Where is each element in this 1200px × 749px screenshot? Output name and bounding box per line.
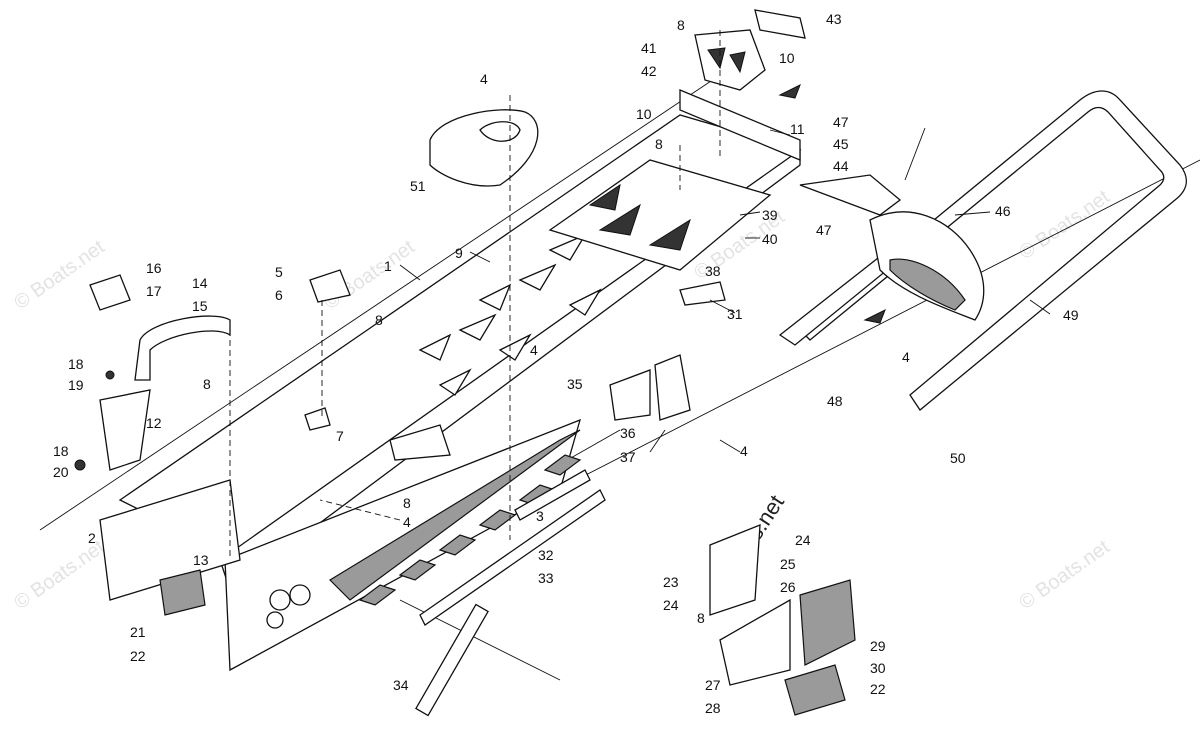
callout-49: 49	[1063, 307, 1079, 323]
callout-33: 33	[538, 570, 554, 586]
callout-12: 12	[146, 415, 162, 431]
callout-4-seat: 4	[480, 71, 488, 87]
callout-8-lower: 8	[403, 495, 411, 511]
callout-19: 19	[68, 377, 84, 393]
watermark-left: © Boats.net	[10, 236, 109, 314]
callout-14: 14	[192, 275, 208, 291]
heat-exchanger-fins	[358, 454, 582, 606]
callout-28: 28	[705, 700, 721, 716]
arrow-indicator-bumper	[863, 308, 886, 324]
callout-41: 41	[641, 40, 657, 56]
callout-24-left: 24	[663, 597, 679, 613]
callout-1: 1	[384, 258, 392, 274]
callout-22-left: 22	[130, 648, 146, 664]
callout-47-top: 47	[833, 114, 849, 130]
callout-36: 36	[620, 425, 636, 441]
callout-50: 50	[950, 450, 966, 466]
callout-4-bumper: 4	[902, 349, 910, 365]
callout-39: 39	[762, 207, 778, 223]
callout-40: 40	[762, 231, 778, 247]
callout-26: 26	[780, 579, 796, 595]
callout-15: 15	[192, 298, 208, 314]
tunnel-cutouts	[418, 233, 602, 396]
watermark-bottom-right: © Boats.net	[1015, 536, 1114, 614]
leader-lines	[229, 30, 1051, 560]
left-parts	[74, 274, 231, 616]
callout-31: 31	[727, 306, 743, 322]
watermark-bottom-left: © Boats.net	[10, 536, 109, 614]
callout-42: 42	[641, 63, 657, 79]
callout-43: 43	[826, 11, 842, 27]
callout-18-top: 18	[68, 356, 84, 372]
callout-10-mid: 10	[636, 106, 652, 122]
callout-5: 5	[275, 264, 283, 280]
callout-37: 37	[620, 449, 636, 465]
tunnel-decal	[548, 159, 772, 271]
callout-30: 30	[870, 660, 886, 676]
callout-8-right: 8	[697, 610, 705, 626]
callout-46: 46	[995, 203, 1011, 219]
callout-51: 51	[410, 178, 426, 194]
callout-4-right: 4	[740, 443, 748, 459]
callout-2: 2	[88, 530, 96, 546]
callout-17: 17	[146, 283, 162, 299]
callout-8-left: 8	[375, 312, 383, 328]
callout-11: 11	[790, 121, 805, 137]
callout-9: 9	[455, 245, 463, 261]
arrow-indicator-top	[778, 83, 801, 99]
callout-35: 35	[567, 376, 583, 392]
callout-10-top: 10	[779, 50, 795, 66]
callout-38: 38	[705, 263, 721, 279]
callout-21: 21	[130, 624, 146, 640]
callout-7: 7	[336, 428, 344, 444]
seat	[429, 109, 539, 187]
callout-13: 13	[193, 552, 209, 568]
callout-8-top: 8	[677, 17, 685, 33]
callout-20: 20	[53, 464, 69, 480]
callout-24-top: 24	[795, 532, 811, 548]
callout-16: 16	[146, 260, 162, 276]
callout-29: 29	[870, 638, 886, 654]
callout-3: 3	[536, 508, 544, 524]
top-bracket	[679, 9, 806, 161]
callout-25: 25	[780, 556, 796, 572]
callouts: 1 2 3 4 4 4 4 4 5 6 7 8 8 8 8 8 8 9 10 1…	[53, 11, 1079, 716]
callout-4-lower: 4	[403, 514, 411, 530]
callout-8-tunnel: 8	[655, 136, 663, 152]
callout-48: 48	[827, 393, 843, 409]
callout-8-bracket: 8	[203, 376, 211, 392]
snow-flap	[799, 174, 985, 321]
callout-23: 23	[663, 574, 679, 590]
callout-4-center: 4	[530, 342, 538, 358]
callout-32: 32	[538, 547, 554, 563]
callout-47-mid: 47	[816, 222, 832, 238]
callout-45: 45	[833, 136, 849, 152]
hardware	[304, 269, 726, 461]
callout-34: 34	[393, 677, 409, 693]
callout-44: 44	[833, 158, 849, 174]
callout-18-bottom: 18	[53, 443, 69, 459]
callout-22-right: 22	[870, 681, 886, 697]
right-lower-parts	[609, 354, 856, 716]
arrows	[778, 83, 886, 324]
running-board	[415, 469, 606, 717]
callout-6: 6	[275, 287, 283, 303]
callout-27: 27	[705, 677, 721, 693]
